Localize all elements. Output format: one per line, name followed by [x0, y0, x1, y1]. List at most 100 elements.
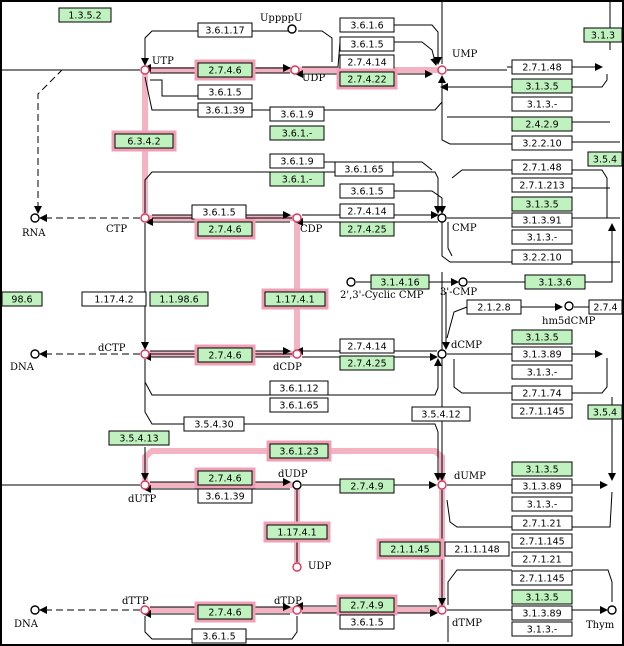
enzyme-box-3-6-1-9[interactable]: 3.6.1.9: [269, 153, 325, 169]
enzyme-box-2-7-4-6[interactable]: 2.7.4.6: [194, 344, 256, 366]
enzyme-box-3-6-1-9[interactable]: 3.6.1.9: [269, 106, 325, 122]
compound-dtdp[interactable]: dTDP: [274, 596, 302, 615]
enzyme-box-3-2-2-10[interactable]: 3.2.2.10: [511, 135, 573, 151]
enzyme-box-3-1-3-89[interactable]: 3.1.3.89: [511, 346, 573, 362]
enzyme-box-2-7-4[interactable]: 2.7.4: [588, 299, 622, 315]
compound-3cmp[interactable]: 3'-CMP: [440, 277, 477, 298]
compound-dcmp[interactable]: dCMP: [437, 340, 482, 359]
enzyme-box-2-7-1-145[interactable]: 2.7.1.145: [511, 403, 573, 419]
compound-dna2[interactable]: DNA: [14, 605, 40, 630]
enzyme-box-3-1-3-89[interactable]: 3.1.3.89: [511, 478, 573, 494]
compound-ctp[interactable]: CTP: [106, 213, 150, 235]
enzyme-box-3-1-3--[interactable]: 3.1.3.-: [511, 96, 573, 112]
enzyme-box-3-1-3--[interactable]: 3.1.3.-: [511, 364, 573, 380]
compound-cdp[interactable]: CDP: [292, 213, 323, 235]
enzyme-box-3-5-4-13[interactable]: 3.5.4.13: [108, 430, 170, 446]
enzyme-box-3-1-3-89[interactable]: 3.1.3.89: [511, 605, 573, 621]
compound-ump[interactable]: UMP: [437, 49, 478, 75]
enzyme-box-3-1-3--[interactable]: 3.1.3.-: [511, 229, 573, 245]
enzyme-box-3-1-3-91[interactable]: 3.1.3.91: [511, 212, 573, 228]
compound-utp[interactable]: UTP: [140, 56, 174, 75]
enzyme-box-2-7-4-9[interactable]: 2.7.4.9: [339, 478, 395, 494]
enzyme-box-3-6-1-39[interactable]: 3.6.1.39: [197, 102, 253, 118]
enzyme-box-3-1-3--[interactable]: 3.1.3.-: [511, 496, 573, 512]
enzyme-box-2-7-1-21[interactable]: 2.7.1.21: [511, 551, 573, 567]
enzyme-box-3-6-1-17[interactable]: 3.6.1.17: [197, 22, 253, 38]
compound-dctp[interactable]: dCTP: [98, 343, 150, 359]
enzyme-box-1-17-4-1[interactable]: 1.17.4.1: [261, 288, 329, 310]
enzyme-box-3-6-1-6[interactable]: 3.6.1.6: [339, 17, 395, 33]
enzyme-box-2-7-4-14[interactable]: 2.7.4.14: [339, 54, 395, 70]
enzyme-box-2-7-1-21[interactable]: 2.7.1.21: [511, 515, 573, 531]
enzyme-box-2-7-1-213[interactable]: 2.7.1.213: [511, 177, 573, 193]
enzyme-box-2-7-4-25[interactable]: 2.7.4.25: [339, 355, 395, 371]
enzyme-box-1-17-4-2[interactable]: 1.17.4.2: [81, 291, 147, 307]
compound-thym[interactable]: Thym: [586, 605, 617, 631]
compound-dump[interactable]: dUMP: [437, 471, 486, 490]
enzyme-box-3-6-1-65[interactable]: 3.6.1.65: [269, 397, 329, 413]
enzyme-box-3-5-4[interactable]: 3.5.4: [587, 404, 622, 420]
compound-udp2[interactable]: UDP: [292, 561, 331, 572]
compound-cmp[interactable]: CMP: [437, 213, 477, 234]
enzyme-box-2-7-4-6[interactable]: 2.7.4.6: [194, 59, 256, 81]
enzyme-box-3-1-3-5[interactable]: 3.1.3.5: [511, 329, 573, 345]
enzyme-box-3-6-1-5[interactable]: 3.6.1.5: [197, 84, 253, 100]
enzyme-box-2-7-1-48[interactable]: 2.7.1.48: [511, 59, 573, 75]
enzyme-box-1-1-98-6[interactable]: 1.1.98.6: [149, 291, 209, 307]
enzyme-box-3-6-1-5[interactable]: 3.6.1.5: [339, 36, 395, 52]
compound-dudp[interactable]: dUDP: [278, 469, 308, 490]
enzyme-box-1-3-5-2[interactable]: 1.3.5.2: [58, 7, 112, 23]
enzyme-box-2-7-1-48[interactable]: 2.7.1.48: [511, 159, 573, 175]
enzyme-box-3-1-3-5[interactable]: 3.1.3.5: [511, 196, 573, 212]
enzyme-box-2-7-1-145[interactable]: 2.7.1.145: [511, 533, 573, 549]
enzyme-box-6-3-4-2[interactable]: 6.3.4.2: [111, 130, 177, 152]
enzyme-box-1-17-4-1[interactable]: 1.17.4.1: [263, 521, 331, 543]
enzyme-box-2-7-1-145[interactable]: 2.7.1.145: [511, 570, 573, 586]
enzyme-box-3-5-4[interactable]: 3.5.4: [587, 151, 622, 167]
enzyme-box-2-7-4-14[interactable]: 2.7.4.14: [339, 338, 395, 354]
enzyme-box-3-2-2-10[interactable]: 3.2.2.10: [511, 249, 573, 265]
enzyme-box-3-6-1-5[interactable]: 3.6.1.5: [191, 204, 247, 220]
enzyme-box-3-5-4-30[interactable]: 3.5.4.30: [183, 416, 245, 432]
enzyme-box-3-1-3-6[interactable]: 3.1.3.6: [524, 274, 586, 290]
enzyme-box-3-5-4-12[interactable]: 3.5.4.12: [411, 406, 471, 422]
enzyme-box-3-6-1-39[interactable]: 3.6.1.39: [197, 488, 253, 504]
compound-dttp[interactable]: dTTP: [122, 596, 150, 615]
enzyme-box-3-6-1-5[interactable]: 3.6.1.5: [339, 183, 395, 199]
compound-dcdp[interactable]: dCDP: [273, 349, 302, 373]
compound-hm5dcmp[interactable]: hm5dCMP: [542, 301, 596, 327]
compound-dutp[interactable]: dUTP: [128, 480, 156, 505]
enzyme-box-98-6[interactable]: 98.6: [2, 291, 43, 307]
enzyme-box-3-1-3--[interactable]: 3.1.3.-: [511, 621, 573, 637]
enzyme-box-2-7-4-6[interactable]: 2.7.4.6: [194, 601, 256, 623]
compound-ccmp[interactable]: 2',3'-Cyclic CMP: [340, 277, 424, 301]
compound-rna[interactable]: RNA: [22, 213, 46, 239]
enzyme-box-3-1-3-5[interactable]: 3.1.3.5: [511, 589, 573, 605]
enzyme-box-2-1-2-8[interactable]: 2.1.2.8: [466, 299, 522, 315]
enzyme-box-2-7-4-6[interactable]: 2.7.4.6: [194, 467, 256, 489]
enzyme-box-3-6-1-5[interactable]: 3.6.1.5: [339, 614, 395, 630]
enzyme-box-2-7-1-74[interactable]: 2.7.1.74: [511, 385, 573, 401]
enzyme-box-3-6-1-12[interactable]: 3.6.1.12: [269, 380, 329, 396]
enzyme-box-3-6-1--[interactable]: 3.6.1.-: [269, 171, 325, 187]
enzyme-box-2-7-4-22[interactable]: 2.7.4.22: [336, 68, 398, 90]
enzyme-box-3-1-3-5[interactable]: 3.1.3.5: [511, 78, 573, 94]
compound-dtmp[interactable]: dTMP: [437, 605, 482, 629]
enzyme-box-3-1-3-5[interactable]: 3.1.3.5: [511, 461, 573, 477]
enzyme-box-3-6-1--[interactable]: 3.6.1.-: [269, 125, 325, 141]
enzyme-box-3-6-1-65[interactable]: 3.6.1.65: [334, 161, 394, 177]
enzyme-box-3-1-3[interactable]: 3.1.3: [583, 27, 622, 43]
enzyme-box-2-1-1-148[interactable]: 2.1.1.148: [444, 541, 510, 557]
enzyme-box-3-1-4-16[interactable]: 3.1.4.16: [370, 274, 430, 290]
compound-dna1[interactable]: DNA: [10, 349, 40, 373]
enzyme-box-2-1-1-45[interactable]: 2.1.1.45: [376, 538, 444, 560]
compound-udp[interactable]: UDP: [290, 65, 325, 84]
enzyme-box-3-6-1-23[interactable]: 3.6.1.23: [266, 440, 332, 462]
compound-uppppu[interactable]: UppppU: [260, 13, 302, 34]
enzyme-box-2-7-4-6[interactable]: 2.7.4.6: [194, 218, 256, 240]
enzyme-box-3-6-1-5[interactable]: 3.6.1.5: [191, 628, 247, 644]
enzyme-box-2-7-4-9[interactable]: 2.7.4.9: [336, 594, 398, 616]
enzyme-box-2-4-2-9[interactable]: 2.4.2.9: [511, 116, 573, 132]
enzyme-box-2-7-4-25[interactable]: 2.7.4.25: [339, 221, 395, 237]
enzyme-box-2-7-4-14[interactable]: 2.7.4.14: [339, 203, 395, 219]
